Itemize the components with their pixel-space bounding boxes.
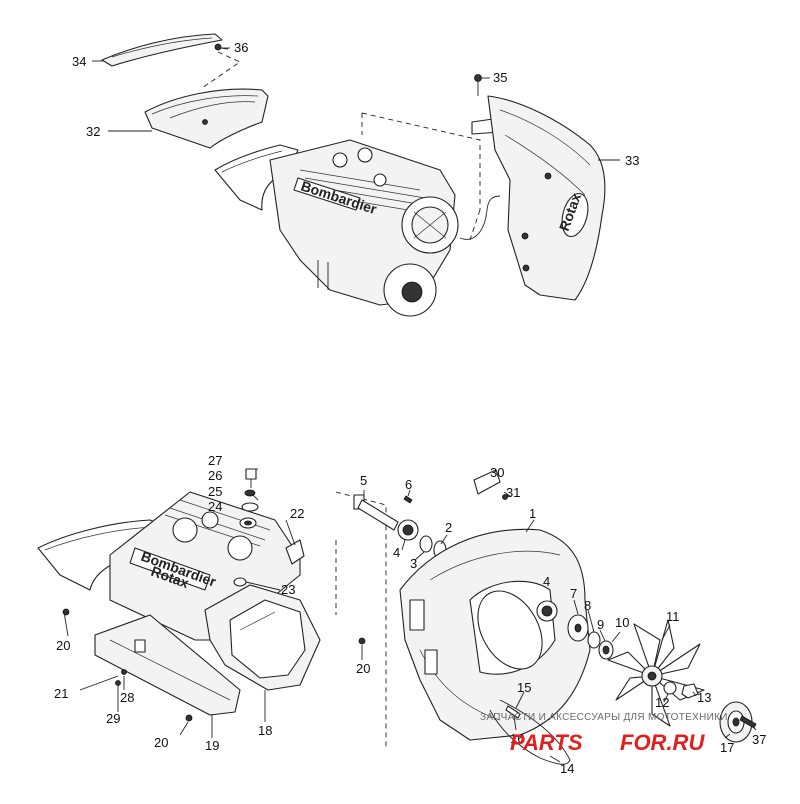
label-19: 19 — [205, 738, 219, 753]
label-12: 12 — [655, 695, 669, 710]
fan-cover-33: Rotax — [471, 95, 606, 301]
label-20-bottom: 20 — [154, 735, 168, 750]
label-28: 28 — [120, 690, 134, 705]
label-22: 22 — [290, 506, 304, 521]
label-26: 26 — [208, 468, 222, 483]
label-6: 6 — [405, 477, 412, 492]
leader-lines — [63, 47, 757, 763]
label-25: 25 — [208, 484, 222, 499]
screw-36 — [214, 43, 229, 51]
label-17: 17 — [720, 740, 734, 755]
label-15: 15 — [517, 680, 531, 695]
label-37: 37 — [752, 732, 766, 747]
label-18: 18 — [258, 723, 272, 738]
part-labels: 1 2 3 4 4 5 6 7 8 9 10 11 12 13 14 15 16… — [54, 40, 766, 776]
label-36: 36 — [234, 40, 248, 55]
bracket-19 — [94, 614, 241, 716]
label-13: 13 — [697, 690, 711, 705]
label-30: 30 — [490, 465, 504, 480]
bolt-5 — [353, 494, 399, 531]
watermark: ЗАПЧАСТИ И АКСЕССУАРЫ ДЛЯ МОТОТЕХНИКИ PA… — [480, 712, 728, 755]
screw-35 — [474, 74, 482, 96]
label-9: 9 — [597, 617, 604, 632]
label-33: 33 — [625, 153, 639, 168]
watermark-brand-left: PARTS — [510, 730, 583, 755]
label-4-right: 4 — [543, 574, 550, 589]
label-35: 35 — [493, 70, 507, 85]
fan-11 — [607, 619, 705, 727]
label-16: 16 — [510, 731, 524, 746]
engine-assembly: Bombardier — [214, 139, 459, 317]
label-7: 7 — [570, 586, 577, 601]
label-2: 2 — [445, 520, 452, 535]
label-20-right: 20 — [356, 661, 370, 676]
label-3: 3 — [410, 556, 417, 571]
top-assembly: Bombardier — [101, 33, 606, 317]
label-11: 11 — [666, 609, 680, 624]
label-8: 8 — [584, 598, 591, 613]
label-32: 32 — [86, 124, 100, 139]
deflector-34 — [101, 33, 223, 67]
intake-cover-32 — [144, 88, 269, 149]
label-21: 21 — [54, 686, 68, 701]
label-23: 23 — [281, 582, 295, 597]
label-34: 34 — [72, 54, 86, 69]
label-10: 10 — [615, 615, 629, 630]
label-1: 1 — [529, 506, 536, 521]
label-14: 14 — [560, 761, 574, 776]
shroud-assembly: Bombardier Rotax — [37, 468, 366, 722]
label-29: 29 — [106, 711, 120, 726]
fan-housing-assembly — [335, 469, 757, 765]
label-24: 24 — [208, 499, 222, 514]
label-5: 5 — [360, 473, 367, 488]
label-20-left: 20 — [56, 638, 70, 653]
watermark-brand-right: FOR.RU — [620, 730, 705, 755]
label-27: 27 — [208, 453, 222, 468]
fastener-stack-24-27 — [239, 468, 259, 529]
watermark-tagline: ЗАПЧАСТИ И АКСЕССУАРЫ ДЛЯ МОТОТЕХНИКИ — [480, 712, 728, 723]
label-31: 31 — [506, 485, 520, 500]
label-4-left: 4 — [393, 545, 400, 560]
